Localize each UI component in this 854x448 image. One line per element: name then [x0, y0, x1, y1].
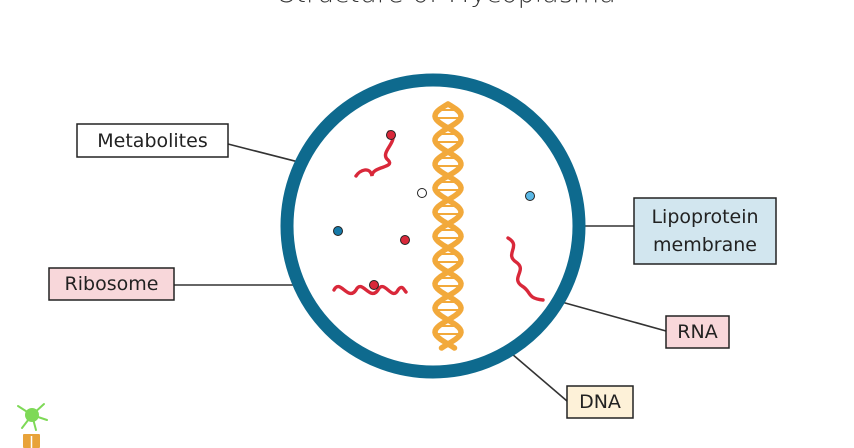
lipoprotein-membrane: [280, 73, 586, 379]
ribosome-dot-labeled: [369, 280, 379, 290]
label-text-metabolites: Metabolites: [97, 130, 207, 152]
rna-strand-right: [506, 236, 545, 302]
metabolite-dot-white: [417, 188, 427, 198]
label-metabolites: Metabolites: [76, 123, 229, 158]
label-text-rna: RNA: [677, 321, 717, 343]
label-text-lipoprotein-line1: Lipoprotein: [651, 206, 758, 228]
ribosome-dot-mid: [400, 235, 410, 245]
label-ribosome: Ribosome: [48, 267, 175, 301]
label-box-metabolites: [76, 123, 229, 158]
neuron-logo-icon: [17, 403, 48, 448]
label-box-lipoprotein: [633, 197, 777, 265]
label-text-dna: DNA: [579, 391, 621, 413]
label-rna: RNA: [665, 315, 730, 349]
metabolite-dot-blue: [333, 226, 343, 236]
metabolite-dot-light-blue: [525, 191, 535, 201]
ribosome-dot-top: [386, 130, 396, 140]
label-box-ribosome: [48, 267, 175, 301]
rna-strands: [332, 130, 545, 302]
dna-helix: [432, 101, 464, 351]
rna-strand-upper: [354, 130, 395, 178]
dna-strand-b: [432, 101, 464, 351]
label-dna: DNA: [566, 385, 634, 419]
label-text-ribosome: Ribosome: [65, 273, 159, 295]
label-text-lipoprotein-line2: membrane: [653, 234, 757, 256]
label-lipoprotein-membrane: Lipoprotein membrane: [633, 197, 777, 265]
rna-strand-ribosome: [332, 284, 408, 296]
dna-strand-a: [432, 101, 464, 351]
diagram-title: Structure of Mycoplasma: [278, 0, 616, 9]
label-box-rna: [665, 315, 730, 349]
cell-particles: [333, 130, 535, 290]
label-box-dna: [566, 385, 634, 419]
